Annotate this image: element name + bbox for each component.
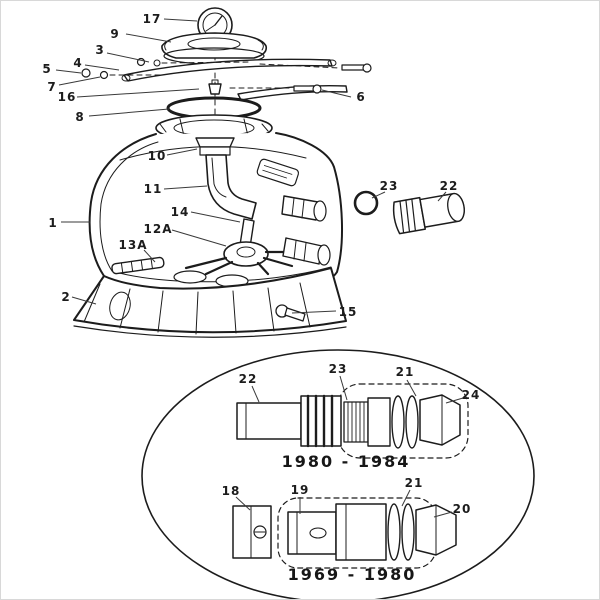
filter-lid (161, 32, 268, 65)
callout-7: 7 (47, 80, 56, 94)
inset-callout-19: 19 (291, 483, 310, 497)
callout-17: 17 (143, 12, 162, 26)
inset-row2-leaders (235, 489, 453, 518)
bolt-right-lower (229, 84, 322, 94)
callout-6: 6 (356, 90, 365, 104)
inset-callout-22: 22 (239, 372, 258, 386)
air-relief-valve (208, 79, 222, 95)
callout-9: 9 (110, 27, 119, 41)
inset-callout-24: 24 (462, 388, 481, 402)
callout-14: 14 (171, 205, 190, 219)
bulkhead-fitting-upper (281, 195, 327, 222)
hose-adapter (392, 192, 465, 235)
callout-12a: 12A (144, 222, 173, 236)
leader-lines (55, 18, 447, 314)
inset-callout-18: 18 (222, 484, 241, 498)
inset-callout-21: 21 (396, 365, 415, 379)
callout-5: 5 (42, 62, 51, 76)
inset-caption-1969-1980: 1969 - 1980 (288, 565, 417, 584)
fitting-1969-1980 (232, 497, 457, 569)
inset-detail-ellipse (141, 349, 535, 600)
inset-row1-leaders (251, 375, 464, 404)
lateral-hub (184, 241, 302, 276)
diffuser (195, 137, 235, 156)
callout-13a: 13A (119, 238, 148, 252)
callout-3: 3 (95, 43, 104, 57)
callout-23: 23 (380, 179, 399, 193)
callout-4: 4 (73, 56, 82, 70)
callout-2: 2 (61, 290, 70, 304)
lateral (111, 256, 165, 275)
callout-16: 16 (58, 90, 77, 104)
drain-plug (275, 304, 306, 322)
inset-caption-1980-1984: 1980 - 1984 (282, 452, 411, 471)
callout-11: 11 (144, 182, 163, 196)
callout-22: 22 (440, 179, 459, 193)
callout-1: 1 (48, 216, 57, 230)
bulkhead-fitting-lower (282, 237, 331, 266)
union-o-ring (353, 190, 379, 216)
callout-10: 10 (148, 149, 167, 163)
inset-callout-20: 20 (453, 502, 472, 516)
nameplate (256, 158, 300, 187)
inset-callout-21b: 21 (405, 476, 424, 490)
callout-15: 15 (339, 305, 358, 319)
bolt-right-upper (259, 63, 372, 73)
elbow-pipe (205, 154, 257, 220)
inset-callout-23: 23 (329, 362, 348, 376)
callout-8: 8 (75, 110, 84, 124)
fitting-1980-1984 (236, 383, 469, 459)
